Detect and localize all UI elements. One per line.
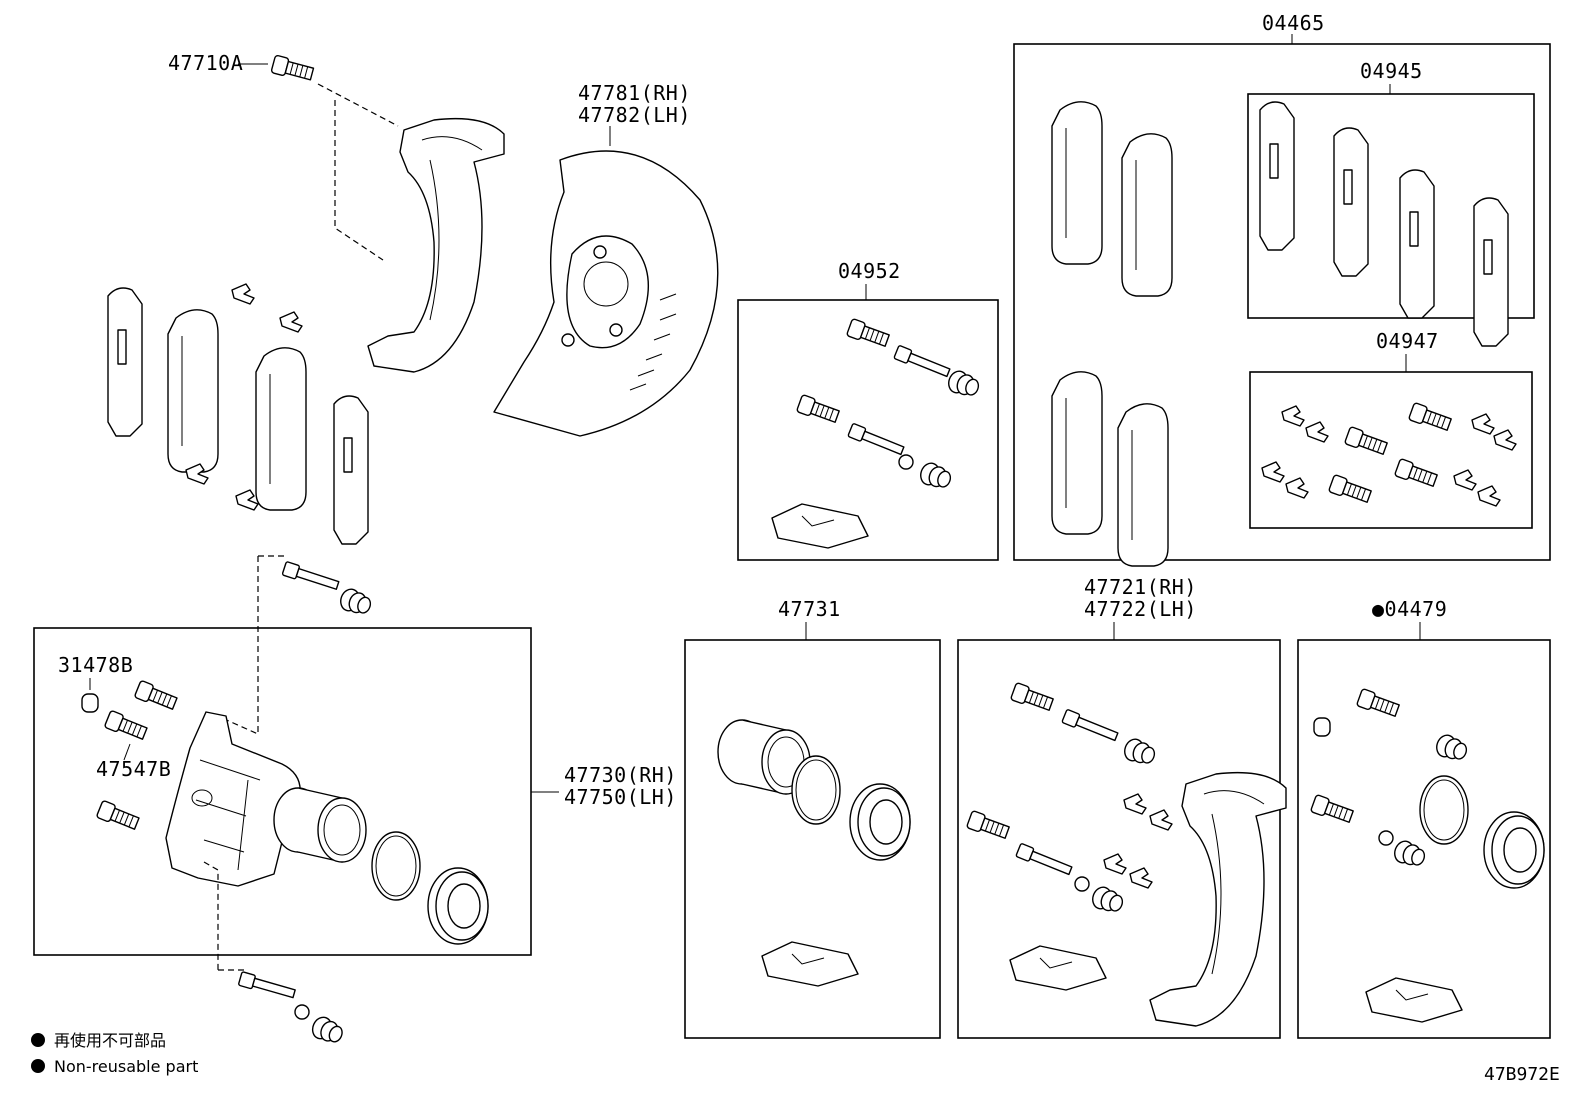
slide-pin-upper — [221, 555, 375, 735]
box-47721 — [957, 639, 1281, 1039]
figure-code: 47B972E — [1484, 1064, 1560, 1085]
guide-kit-04952: 04952 — [737, 259, 999, 561]
legend: 再使用不可部品 Non-reusable part — [31, 1031, 198, 1076]
bleeder-47547b: 47547B — [95, 679, 179, 833]
slide-pin-lower — [203, 861, 347, 1048]
label-47710a: 47710A — [168, 51, 243, 75]
pad-kit-04465: 04465 — [1013, 11, 1551, 567]
dust-cover-47781-47782: 47781(RH) 47782(LH) — [493, 81, 719, 437]
label-47730: 47730(RH) — [564, 763, 677, 787]
caliper-47730-47750: 47730(RH) 47750(LH) — [165, 711, 677, 945]
box-04952 — [737, 299, 999, 561]
label-04479: ●04479 — [1372, 597, 1447, 621]
label-47547b: 47547B — [96, 757, 171, 781]
label-47750: 47750(LH) — [564, 785, 677, 809]
legend-jp: 再使用不可部品 — [54, 1031, 166, 1050]
cap-31478b: 31478B — [58, 653, 133, 713]
mounting-47721-47722: 47721(RH) 47722(LH) — [957, 575, 1287, 1039]
label-04947: 04947 — [1376, 329, 1439, 353]
cylinder-kit-47731: 47731 — [684, 597, 941, 1039]
label-04945: 04945 — [1360, 59, 1423, 83]
seal-kit-04479: ●04479 — [1297, 597, 1551, 1039]
box-47731 — [684, 639, 941, 1039]
label-31478b: 31478B — [58, 653, 133, 677]
label-47782: 47782(LH) — [578, 103, 691, 127]
legend-en: Non-reusable part — [54, 1057, 198, 1076]
box-04465 — [1013, 43, 1551, 561]
label-04465: 04465 — [1262, 11, 1325, 35]
pads-left — [107, 283, 369, 545]
label-47722: 47722(LH) — [1084, 597, 1197, 621]
pad-kit-04945: 04945 — [1247, 59, 1535, 347]
label-04952: 04952 — [838, 259, 901, 283]
box-04945 — [1247, 93, 1535, 319]
label-47781: 47781(RH) — [578, 81, 691, 105]
caliper-mounting-top — [367, 117, 505, 373]
label-47721: 47721(RH) — [1084, 575, 1197, 599]
pad-fitting-kit-04947: 04947 — [1249, 329, 1533, 529]
bracket-bolt-47710a: 47710A — [168, 51, 399, 261]
box-04947 — [1249, 371, 1533, 529]
box-04479 — [1297, 639, 1551, 1039]
label-47731: 47731 — [778, 597, 841, 621]
